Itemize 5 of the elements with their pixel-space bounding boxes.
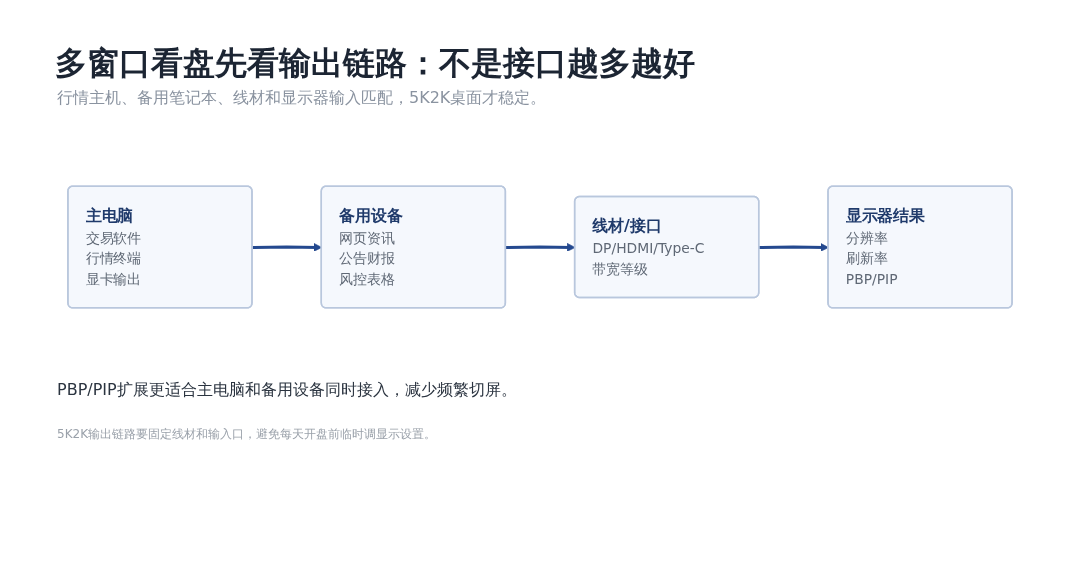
title: 多窗口看盘先看输出链路：不是接口越多越好 (55, 44, 695, 83)
arrow (759, 243, 829, 252)
note: 5K2K输出链路要固定线材和输入口，避免每天开盘前临时调显示设置。 (57, 426, 436, 443)
note: PBP/PIP扩展更适合主电脑和备用设备同时接入，减少频繁切屏。 (57, 380, 517, 401)
subtitle: 行情主机、备用笔记本、线材和显示器输入匹配，5K2K桌面才稳定。 (57, 88, 547, 109)
